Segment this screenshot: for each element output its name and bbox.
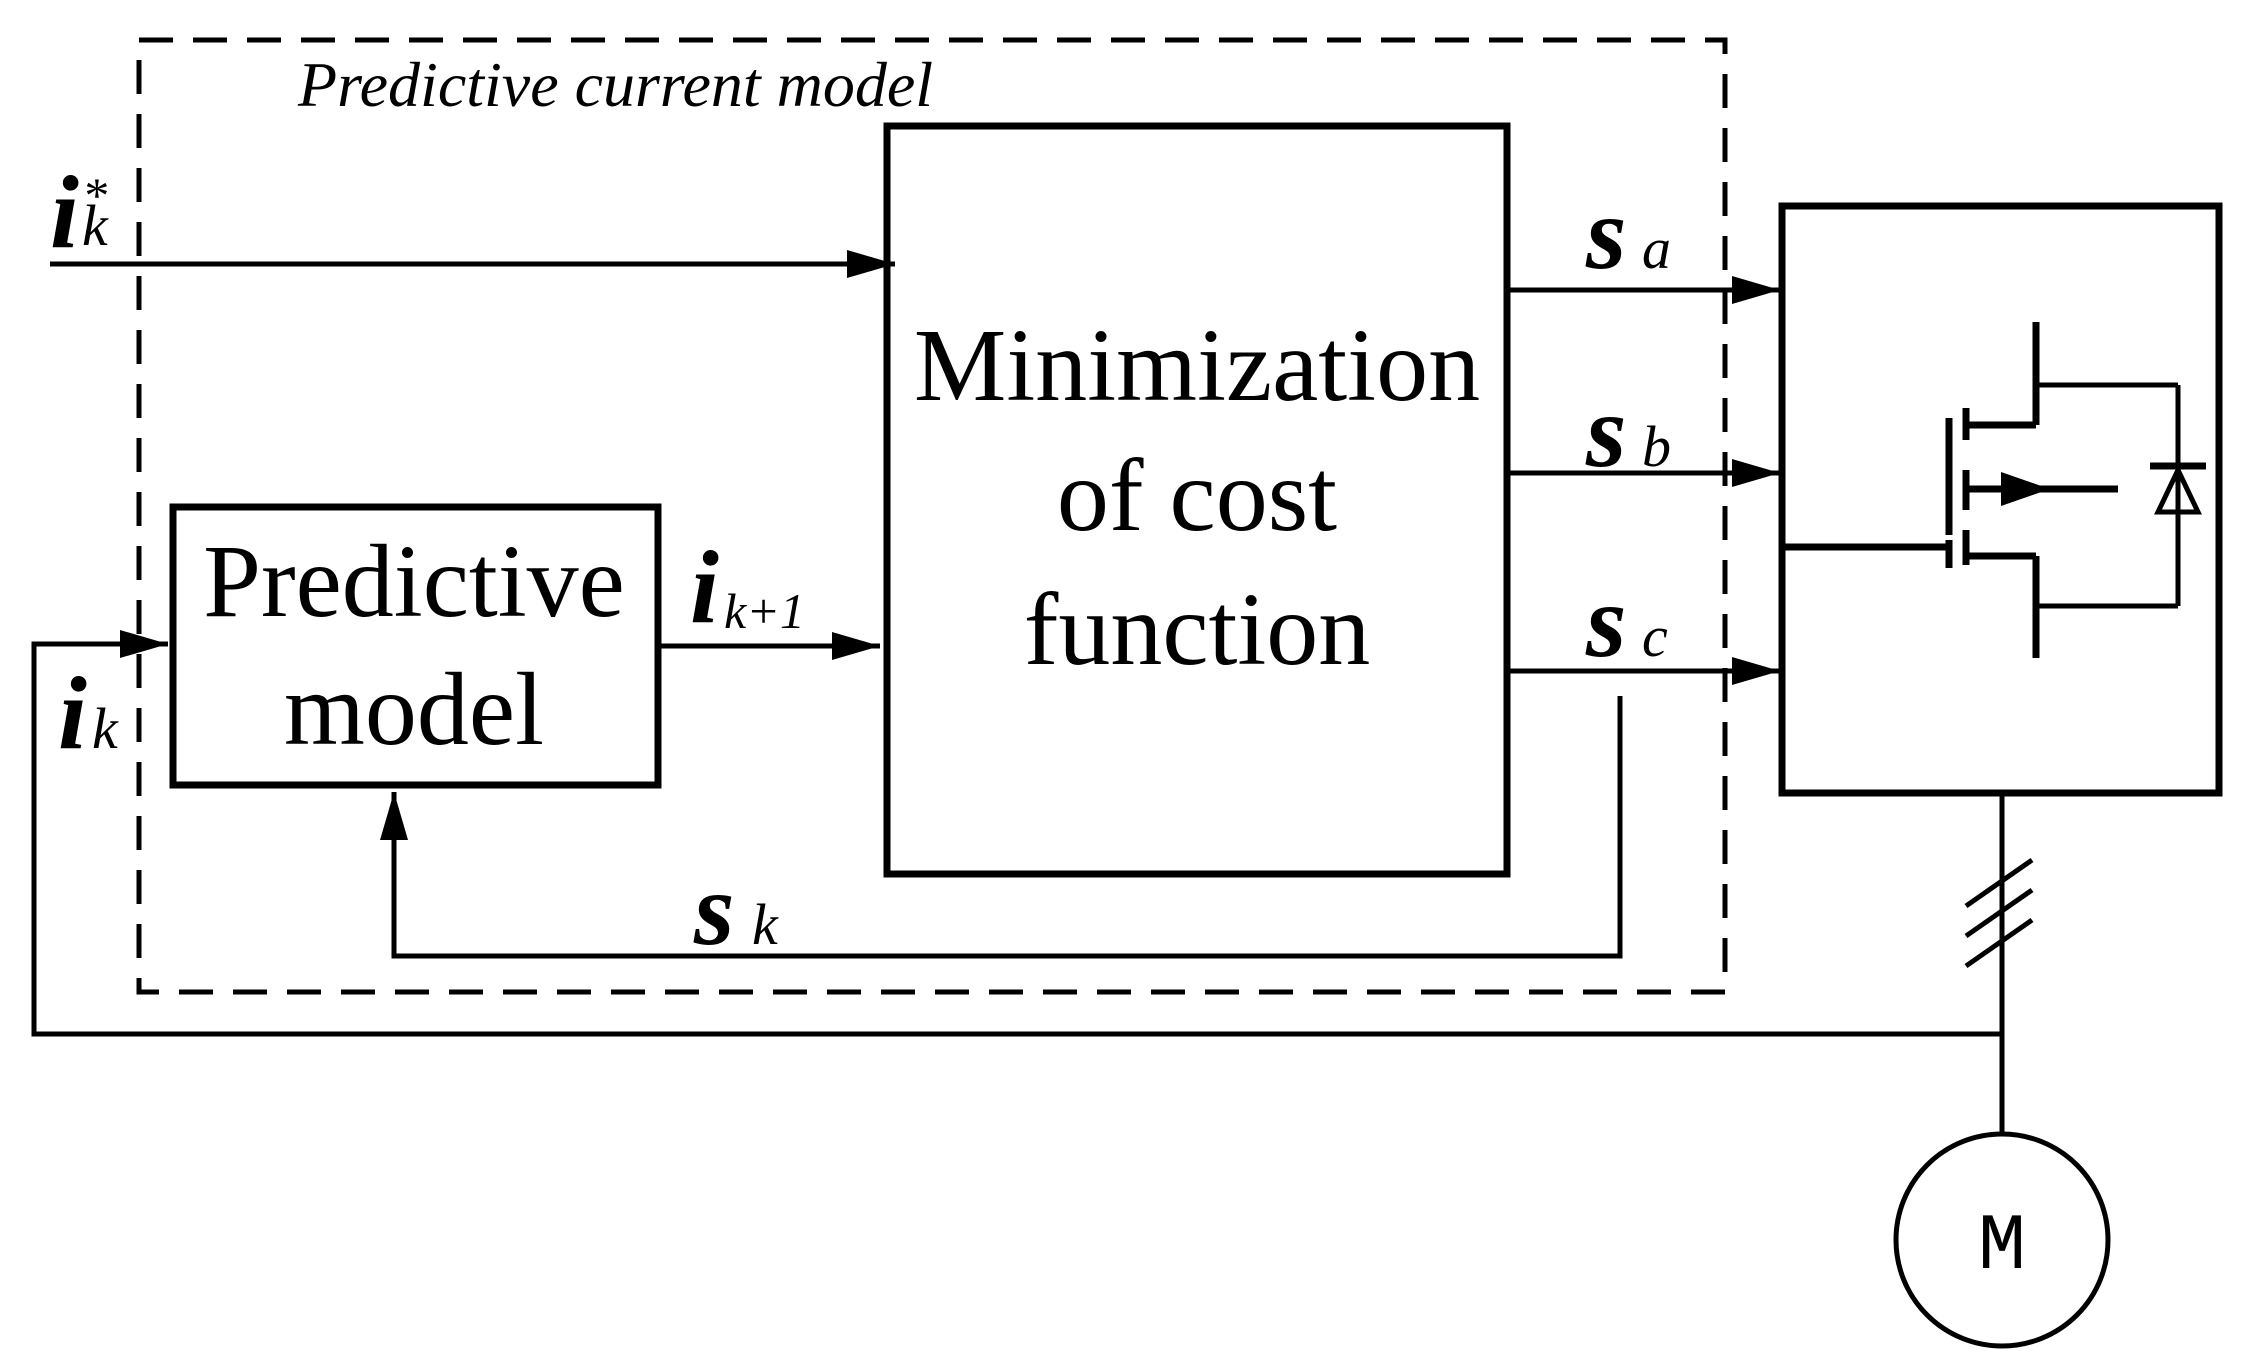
svg-text:c: c [1642,604,1668,669]
cost-function-block [883,122,1511,878]
s-a-label: s a [1585,176,1671,291]
motor-icon [1893,1131,2111,1349]
i-ref-label: i k * [50,155,109,270]
svg-text:s: s [1585,176,1626,291]
inverter-block [1778,202,2223,797]
svg-text:k+1: k+1 [724,583,805,639]
svg-text:*: * [82,167,107,223]
motor-label: M [1978,1202,2026,1293]
predictive-current-model-frame [136,37,1728,995]
svg-text:k: k [92,696,119,761]
s-k-label: s k [693,852,779,967]
svg-text:i: i [690,530,719,645]
predictive-model-label-line1: Predictive [203,524,625,639]
cost-function-label-line3: function [1024,572,1371,687]
svg-text:s: s [1585,564,1626,679]
i-next-label: i k+1 [690,530,805,645]
svg-text:a: a [1642,216,1671,281]
cost-function-label-line1: Minimization [914,308,1480,423]
predictive-model-label-line2: model [284,652,544,767]
three-phase-marker-icon [1964,857,2034,969]
svg-text:i: i [58,656,87,771]
svg-text:b: b [1642,414,1671,479]
svg-text:k: k [752,892,779,957]
i-meas-label: i k [58,656,119,771]
cost-function-label-line2: of cost [1057,438,1337,553]
s-c-label: s c [1585,564,1668,679]
frame-title: Predictive current model [297,49,933,120]
svg-text:i: i [50,155,79,270]
svg-text:s: s [1585,374,1626,489]
s-b-label: s b [1585,374,1671,489]
mosfet-switch-icon [1782,322,2206,658]
svg-text:k: k [82,193,109,258]
predictive-model-block [169,503,662,789]
s-k-feedback-wire [380,696,1623,959]
svg-text:s: s [693,852,734,967]
